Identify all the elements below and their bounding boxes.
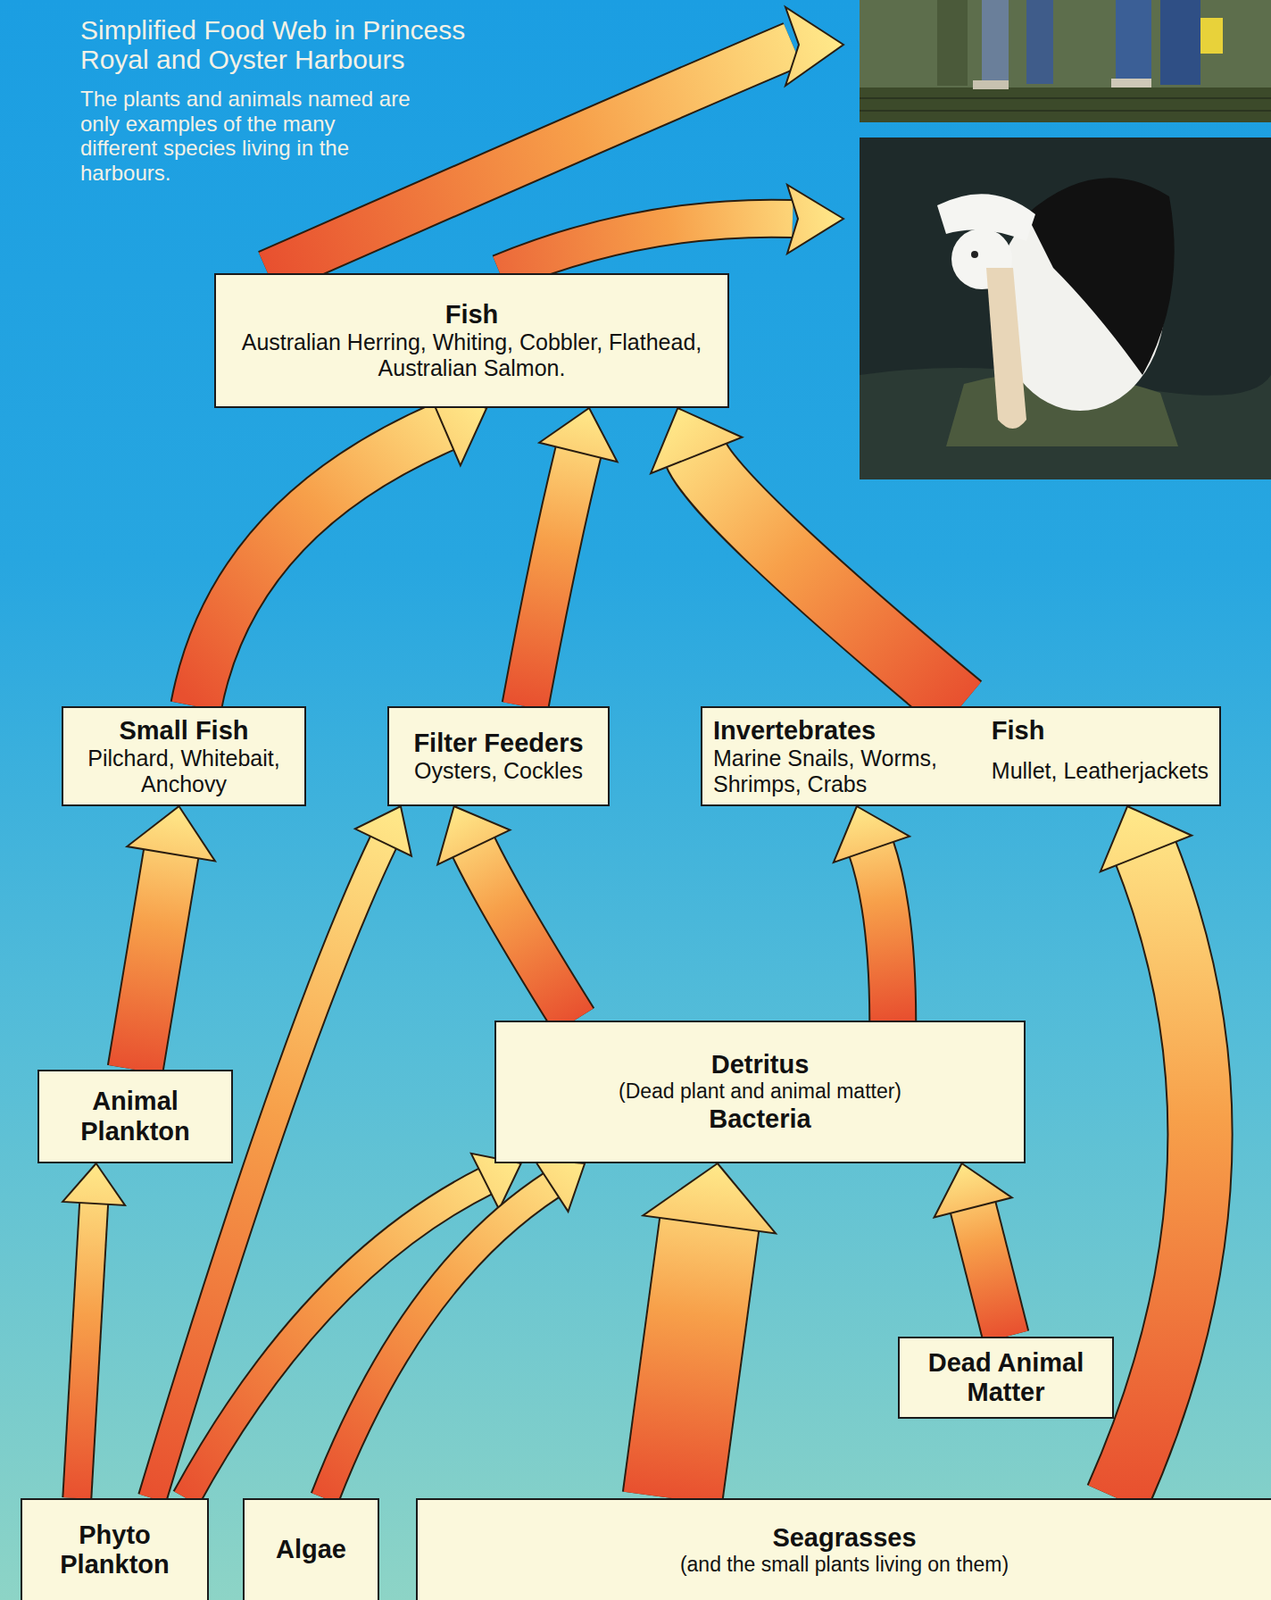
box-text: Marine Snails, Worms, Shrimps, Crabs [713,745,962,798]
box-heading: Detritus [711,1049,810,1080]
arrow-outline [1117,851,1201,1498]
arrow-outline [76,1201,94,1498]
box-heading: Filter Feeders [413,728,583,758]
caption-note: The plants and animals named are only ex… [80,86,411,185]
arrow-outline [196,425,446,707]
box-heading: Dead Animal Matter [908,1347,1104,1408]
arrow-outline [152,840,385,1498]
food-arrow [650,407,961,707]
arrow-shaft [672,1221,710,1498]
arrow-head [533,1158,585,1212]
arrow-outline [473,845,574,1021]
arrow-outline [135,851,172,1070]
food-box: InvertebratesMarine Snails, Worms, Shrim… [700,706,1222,806]
box-heading: Fish [991,715,1209,746]
arrow-outline [324,1183,553,1498]
box-heading: Bacteria [708,1104,811,1134]
pelican-photo [859,137,1271,480]
food-arrow [437,805,574,1021]
arrow-head [437,805,510,864]
food-box: Dead Animal Matter [897,1336,1114,1419]
food-box: Small FishPilchard, Whitebait, Anchovy [61,706,307,806]
food-box: FishAustralian Herring, Whiting, Cobbler… [214,273,730,408]
diagram-title: Simplified Food Web in Princess Royal an… [80,15,518,75]
box-heading: Invertebrates [713,715,962,746]
box-text: Pilchard, Whitebait, Anchovy [72,745,296,798]
jetty-photo [859,0,1271,123]
arrow-shaft [135,851,172,1070]
arrow-head [650,407,742,474]
arrow-shaft [473,845,574,1021]
arrow-shaft [972,1204,1006,1337]
arrow-head [833,805,910,863]
food-arrow [324,1158,585,1498]
arrow-head [355,805,412,856]
box-heading: Algae [275,1534,347,1564]
food-box: Seagrasses(and the small plants living o… [415,1497,1271,1600]
food-box: Filter FeedersOysters, Cockles [387,706,610,806]
arrow-outline [972,1204,1006,1337]
arrow-shaft [76,1201,94,1498]
arrow-head [1100,805,1192,872]
arrow-shaft [152,840,385,1498]
box-text: (Dead plant and animal matter) [618,1079,902,1105]
food-arrow [524,407,617,707]
arrow-shaft [324,1183,553,1498]
arrow-head [539,407,617,462]
top-arrow [499,184,844,274]
food-arrow [934,1163,1013,1337]
arrow-head [934,1163,1013,1218]
box-heading: Small Fish [118,715,249,746]
arrow-outline [696,453,962,707]
food-box: Detritus(Dead plant and animal matter)Ba… [494,1020,1026,1164]
arrow-shaft [1117,851,1201,1498]
food-arrow [126,805,216,1070]
box-text: Mullet, Leatherjackets [991,757,1209,784]
box-heading: Phyto Plankton [31,1520,199,1580]
arrow-outline [871,847,893,1021]
box-heading: Fish [445,299,499,330]
arrow-head [126,805,216,861]
box-heading: Seagrasses [772,1522,916,1553]
food-arrow [1100,805,1201,1498]
box-text: Australian Herring, Whiting, Cobbler, Fl… [224,329,719,382]
food-arrow [833,805,910,1021]
food-arrow [62,1163,125,1498]
food-arrow [642,1163,776,1498]
arrow-shaft [524,450,579,707]
arrow-shaft [696,453,962,707]
arrow-shaft [871,847,893,1021]
food-arrow [196,387,488,707]
food-box: Animal Plankton [37,1069,233,1164]
food-box: Phyto Plankton [20,1497,209,1600]
arrow-shaft [196,425,446,707]
arrow-outline [672,1221,710,1498]
arrow-outline [524,450,579,707]
food-box: Algae [242,1497,380,1600]
arrow-head [642,1163,776,1233]
box-text: (and the small plants living on them) [680,1552,1009,1578]
box-heading: Animal Plankton [48,1086,223,1147]
box-text: Oysters, Cockles [414,757,583,784]
arrow-head [62,1163,125,1205]
